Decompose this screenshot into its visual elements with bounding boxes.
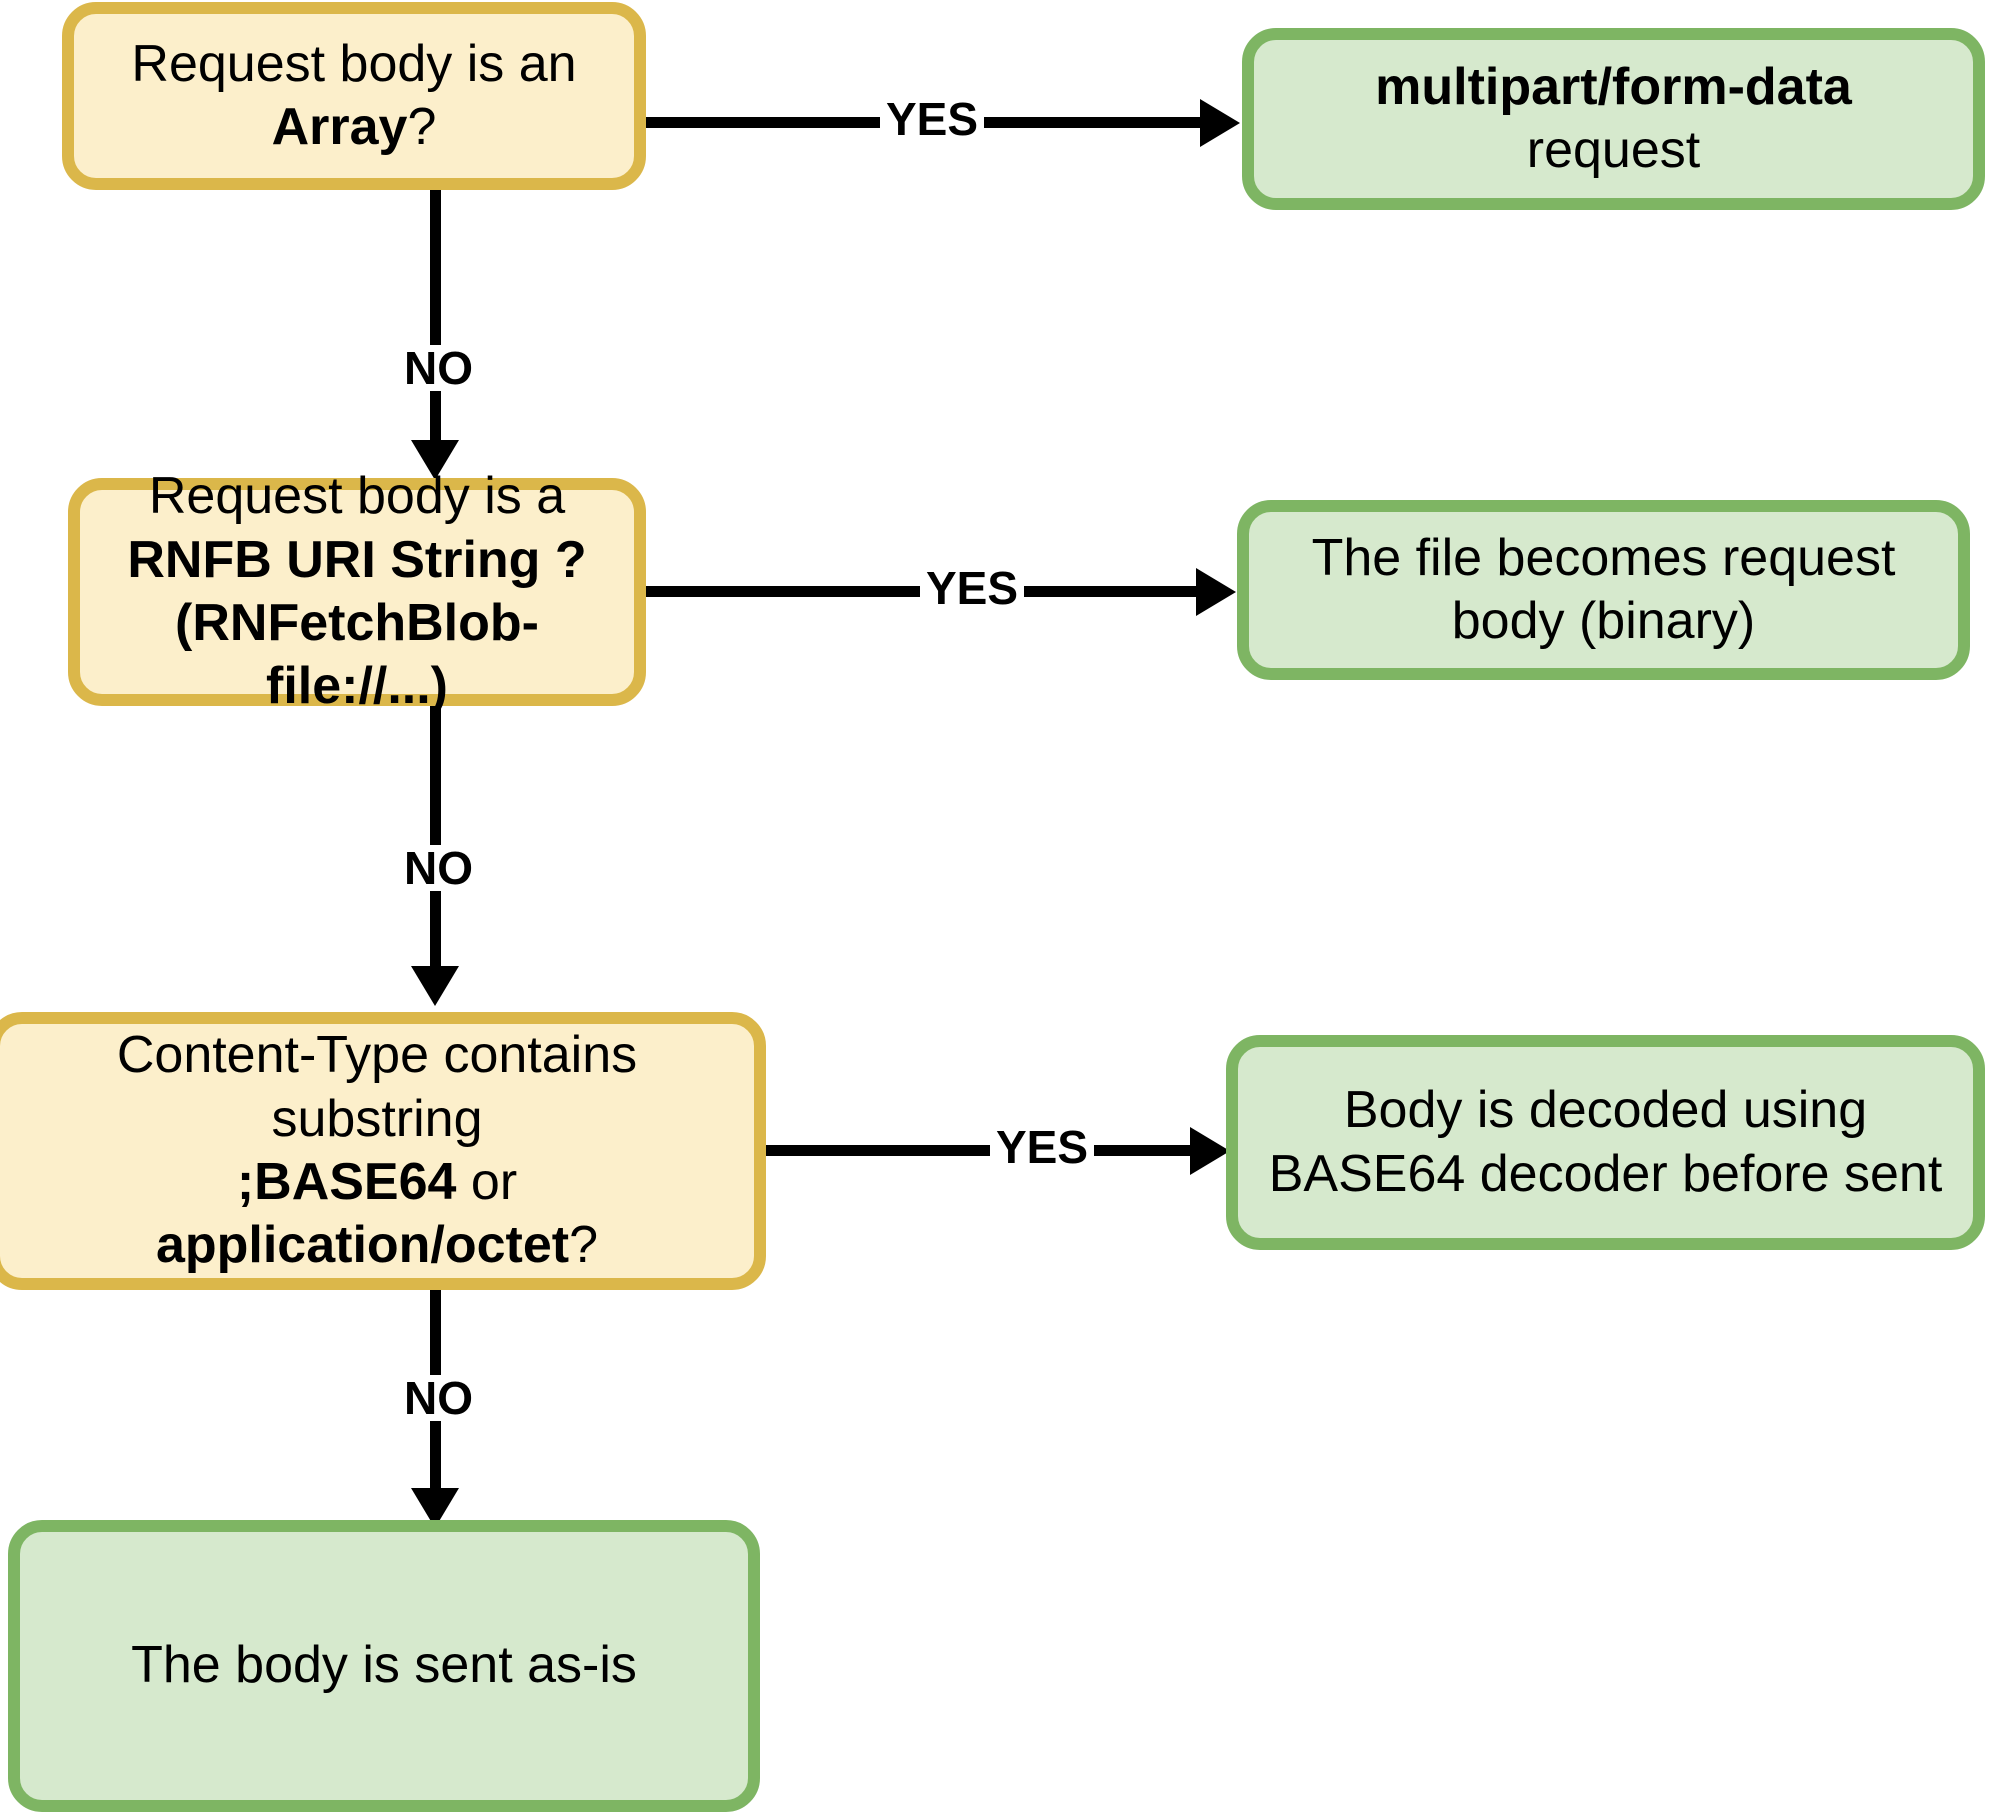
edge-rnfb-no-arrowhead <box>411 966 459 1006</box>
edge-array-no-label: NO <box>398 345 479 391</box>
decision-node-array[interactable]: Request body is an Array? <box>62 2 646 190</box>
edge-ctype-yes-line <box>766 1145 1196 1156</box>
edge-rnfb-yes-arrowhead <box>1196 568 1236 616</box>
edge-rnfb-no-label: NO <box>398 845 479 891</box>
decision-node-content-type[interactable]: Content-Type contains substring;BASE64 o… <box>0 1012 766 1290</box>
edge-array-no-line <box>430 190 441 442</box>
decision-content-type-label: Content-Type contains substring;BASE64 o… <box>116 1026 638 1275</box>
edge-ctype-no-label: NO <box>398 1375 479 1421</box>
edge-ctype-yes-arrowhead <box>1190 1127 1230 1175</box>
decision-array-label: Request body is an Array? <box>131 34 577 156</box>
edge-array-yes-label: YES <box>880 96 985 142</box>
outcome-as-is-label: The body is sent as-is <box>131 1636 637 1695</box>
edge-array-no-arrowhead <box>411 440 459 480</box>
edge-rnfb-no-line <box>430 706 441 968</box>
edge-ctype-yes-label: YES <box>990 1124 1095 1170</box>
edge-rnfb-yes-label: YES <box>920 565 1025 611</box>
outcome-node-as-is[interactable]: The body is sent as-is <box>8 1520 760 1812</box>
edge-array-yes-arrowhead <box>1200 99 1240 147</box>
